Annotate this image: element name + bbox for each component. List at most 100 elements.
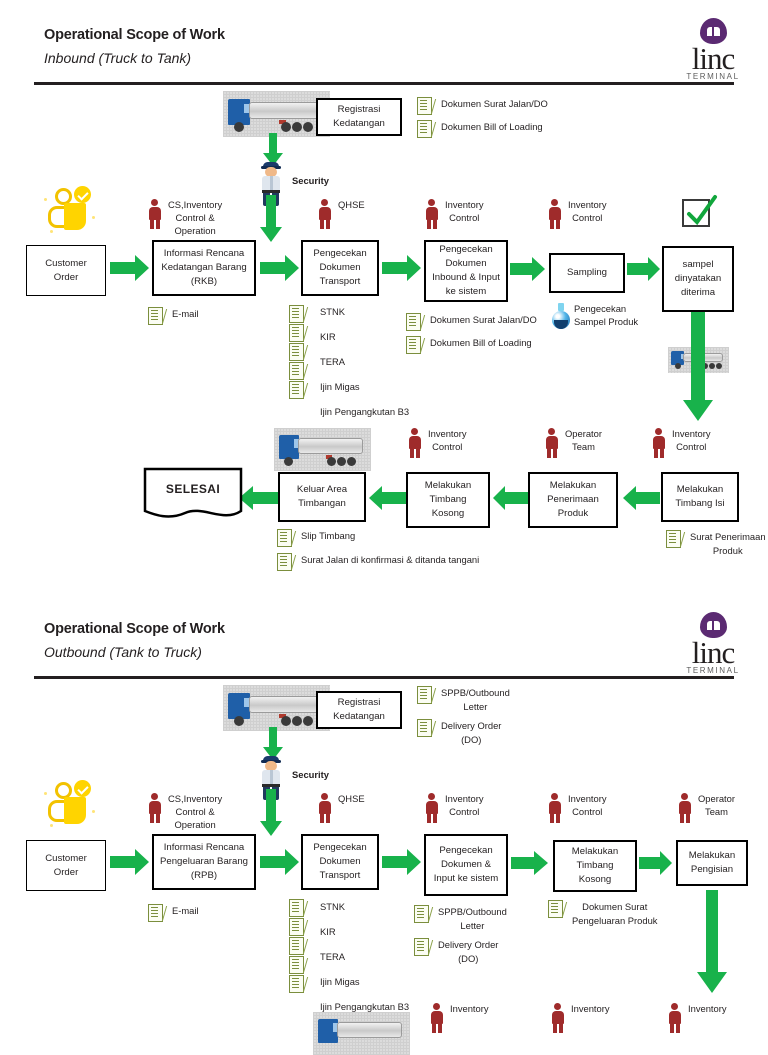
arrow-customer-to-rpb-outbound xyxy=(110,849,150,875)
role-inventory-bottom-3: Inventory xyxy=(668,1002,758,1033)
role-operator-team-inbound: Operator Team xyxy=(545,427,635,458)
inbound-header-rule xyxy=(34,82,734,85)
registrasi-kedatangan-box-inbound[interactable]: Registrasi Kedatangan xyxy=(316,98,402,136)
step-pengecekan-dokumen-input-box-outbound[interactable]: Pengecekan Dokumen & Input ke sistem xyxy=(424,834,508,896)
transport-doc-label-ijin-b3-outbound: Ijin Pengangkutan B3 xyxy=(320,1001,410,1012)
step-timbang-kosong-box-outbound[interactable]: Melakukan Timbang Kosong xyxy=(553,840,637,892)
step-pengisian-box-outbound[interactable]: Melakukan Pengisian xyxy=(676,840,748,886)
transport-doc-label-ijin-b3: Ijin Pengangkutan B3 xyxy=(320,406,410,417)
step-rpb-box-outbound[interactable]: Informasi Rencana Pengeluaran Barang (RP… xyxy=(152,834,256,890)
doc-item-bill-of-loading-inbound: Dokumen Bill of Loading xyxy=(417,120,543,138)
person-icon xyxy=(430,1003,443,1033)
role-inventory-bottom-2: Inventory xyxy=(551,1002,641,1033)
transport-documents-stack-inbound xyxy=(289,305,304,400)
step-sampel-diterima-box-inbound[interactable]: sampel dinyatakan diterima xyxy=(662,246,734,312)
doc-label: Dokumen Surat Jalan/DO xyxy=(441,98,548,109)
document-icon xyxy=(666,530,681,548)
role-inventory-control-outbound-2: Inventory Control xyxy=(548,792,644,823)
step-sampling-box-inbound[interactable]: Sampling xyxy=(549,253,625,293)
step-penerimaan-produk-box-inbound[interactable]: Melakukan Penerimaan Produk xyxy=(528,472,618,528)
person-icon xyxy=(652,428,665,458)
arrow-timbang-kosong-to-pengisian-outbound xyxy=(639,851,673,875)
document-icon xyxy=(289,937,304,955)
doc-label: SPPB/Outbound Letter xyxy=(441,687,510,712)
person-icon xyxy=(548,199,561,229)
doc-label: Dokumen Bill of Loading xyxy=(441,121,543,132)
step-timbang-isi-box-inbound[interactable]: Melakukan Timbang Isi xyxy=(661,472,739,522)
document-icon xyxy=(414,905,429,923)
outbound-header-rule xyxy=(34,676,734,679)
document-icon xyxy=(148,307,163,325)
customer-order-box-inbound[interactable]: Customer Order xyxy=(26,245,106,296)
role-label: CS,Inventory Control & Operation xyxy=(168,199,223,236)
linc-wordmark: linc xyxy=(691,41,736,76)
document-icon xyxy=(148,904,163,922)
step-rkb-box-inbound[interactable]: Informasi Rencana Kedatangan Barang (RKB… xyxy=(152,240,256,296)
document-icon xyxy=(277,529,292,547)
doc-item-email-outbound: E-mail xyxy=(148,904,199,922)
doc-label: Surat Penerimaan Produk xyxy=(690,531,766,556)
role-label: Inventory Control xyxy=(428,428,467,452)
step-timbang-kosong-box-inbound[interactable]: Melakukan Timbang Kosong xyxy=(406,472,490,528)
arrow-rpb-to-dokumen-transport-outbound xyxy=(260,849,300,875)
sampling-note-label-inbound: Pengecekan Sampel Produk xyxy=(574,303,639,327)
registrasi-kedatangan-box-outbound[interactable]: Registrasi Kedatangan xyxy=(316,691,402,729)
doc-label: Delivery Order (DO) xyxy=(438,939,499,964)
arrow-security-to-dokumen-transport xyxy=(259,195,283,243)
doc-item-sppb-outbound: SPPB/Outbound Letter xyxy=(417,686,537,714)
doc-label: Dokumen Surat Jalan/DO xyxy=(430,314,537,325)
role-label: Inventory Control xyxy=(445,199,484,223)
customer-order-box-outbound[interactable]: Customer Order xyxy=(26,840,106,891)
step-keluar-area-timbangan-box-inbound[interactable]: Keluar Area Timbangan xyxy=(278,472,366,522)
step-pengecekan-dokumen-transport-box-outbound[interactable]: Pengecekan Dokumen Transport xyxy=(301,834,379,890)
linc-logo-mark xyxy=(699,18,727,45)
linc-terminal-logo: linc TERMINAL xyxy=(676,18,750,81)
transport-doc-label-stnk: STNK xyxy=(320,306,346,317)
role-inventory-bottom-1: Inventory xyxy=(430,1002,520,1033)
person-icon xyxy=(545,428,558,458)
step-pengecekan-dokumen-inbound-box[interactable]: Pengecekan Dokumen Inbound & Input ke si… xyxy=(424,240,508,302)
step-pengecekan-dokumen-transport-box-inbound[interactable]: Pengecekan Dokumen Transport xyxy=(301,240,379,296)
arrow-down-pengisian-outbound xyxy=(696,890,728,994)
doc-label: Dokumen Bill of Loading xyxy=(430,337,532,348)
arrow-down-registration-to-security xyxy=(262,133,284,167)
role-label: Inventory Control xyxy=(568,199,607,223)
role-inventory-control-outbound-1: Inventory Control xyxy=(425,792,521,823)
arrow-rkb-to-dokumen-transport-inbound xyxy=(260,255,300,281)
role-operator-team-outbound: Operator Team xyxy=(678,792,768,823)
role-inventory-control-row2b-inbound: Inventory Control xyxy=(408,427,498,458)
person-icon xyxy=(318,199,331,229)
role-label: CS,Inventory Control & Operation xyxy=(168,793,223,830)
arrow-timbang-isi-to-penerimaan xyxy=(622,486,660,510)
arrow-inbound-doc-to-sampling xyxy=(510,257,546,281)
document-icon xyxy=(417,686,432,704)
customer-order-icon-outbound xyxy=(40,776,102,832)
person-icon xyxy=(148,793,161,823)
document-icon xyxy=(289,918,304,936)
security-label-inbound: Security xyxy=(292,175,329,186)
doc-label: SPPB/Outbound Letter xyxy=(438,906,507,931)
role-cs-inventory-inbound: CS,Inventory Control & Operation xyxy=(148,198,258,237)
arrow-down-to-row2-inbound xyxy=(682,312,714,422)
inbound-title: Operational Scope of Work xyxy=(44,27,225,43)
linc-terminal-logo-outbound: linc TERMINAL xyxy=(676,612,750,675)
arrow-input-to-timbang-kosong-outbound xyxy=(511,851,549,875)
linc-tagline: TERMINAL xyxy=(686,666,740,675)
linc-tagline: TERMINAL xyxy=(686,72,740,81)
document-icon xyxy=(289,343,304,361)
doc-label: Surat Jalan di konfirmasi & ditanda tang… xyxy=(301,554,480,565)
document-icon xyxy=(289,899,304,917)
role-qhse-outbound: QHSE xyxy=(318,792,410,823)
arrow-security-to-dokumen-transport-outbound xyxy=(259,789,283,837)
linc-wordmark: linc xyxy=(691,635,736,670)
person-icon xyxy=(548,793,561,823)
transport-doc-label-tera: TERA xyxy=(320,356,346,367)
truck-image-outbound-bottom-cutoff xyxy=(313,1012,410,1055)
role-inventory-control-inbound-1: Inventory Control xyxy=(425,198,521,229)
document-icon xyxy=(289,324,304,342)
document-icon xyxy=(548,900,563,918)
document-icon xyxy=(406,336,421,354)
document-icon xyxy=(417,120,432,138)
document-icon xyxy=(277,553,292,571)
doc-label: Delivery Order (DO) xyxy=(441,720,502,745)
